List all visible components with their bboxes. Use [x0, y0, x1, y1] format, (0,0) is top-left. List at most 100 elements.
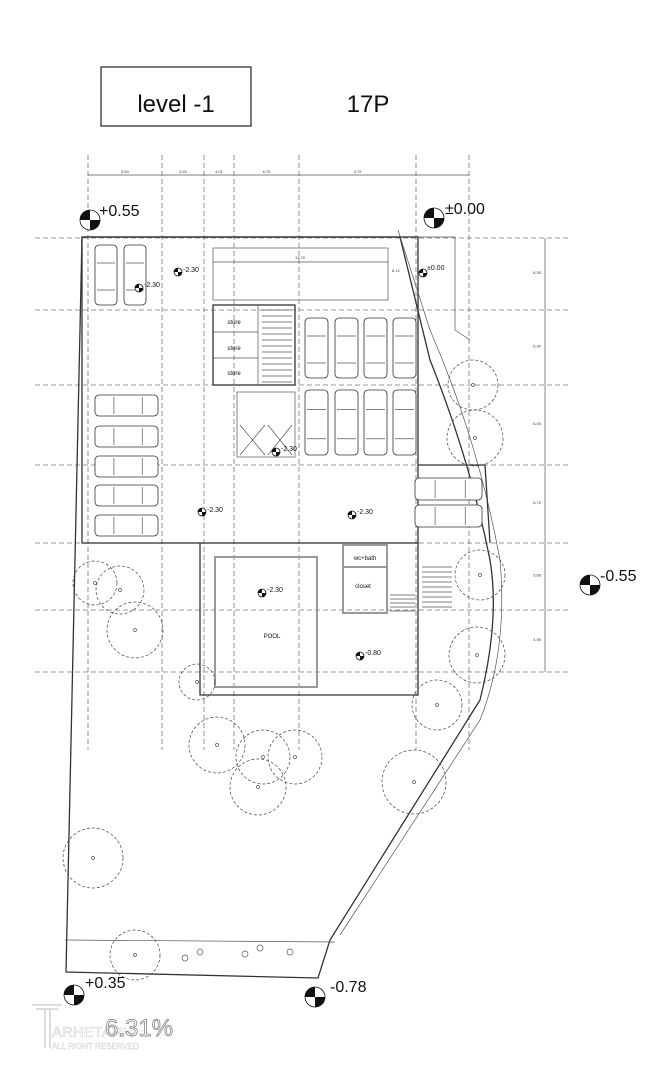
watermark-brand: ARHETARH — [52, 1024, 133, 1041]
tree-trunk-icon — [475, 653, 479, 657]
elevation-marker-fill — [139, 288, 143, 292]
elevation-marker-fill — [198, 508, 202, 512]
tree-trunk-icon — [261, 755, 265, 759]
elevation-entry: ±0.00 — [427, 265, 445, 272]
tree-icon — [95, 565, 145, 615]
elevation-marker-fill — [262, 593, 266, 597]
shrub-icon — [256, 944, 264, 952]
elevation-marker-fill — [352, 515, 356, 519]
elevator-shaft — [236, 391, 296, 458]
elevation-marker-fill — [305, 987, 315, 997]
level-title: level -1 — [137, 91, 214, 118]
wc-bath-label: wc+bath — [353, 556, 377, 562]
car — [414, 477, 483, 501]
wc-closet-block — [342, 544, 388, 614]
tree-trunk-icon — [195, 680, 199, 684]
watermark-rights: ALL RIGHT RESERVED — [52, 1042, 139, 1051]
elevation-terrace: -0.80 — [365, 650, 381, 657]
car — [363, 317, 388, 379]
elevation-parking: -2.30 — [183, 267, 199, 274]
ramp-edge — [339, 229, 503, 936]
pool-label: POOL — [264, 634, 281, 640]
elevation-marker-fill — [64, 985, 74, 995]
elevation-marker-fill — [90, 220, 100, 230]
car — [334, 389, 359, 456]
tree-icon — [109, 929, 161, 981]
store-label: store — [227, 346, 241, 352]
elevation-marker-fill — [424, 208, 434, 218]
car — [94, 425, 159, 448]
tree-trunk-icon — [256, 785, 260, 789]
elevation-marker-fill — [419, 269, 423, 273]
car — [94, 394, 159, 417]
tree-icon — [267, 729, 323, 785]
tree-icon — [106, 601, 164, 659]
car — [304, 317, 329, 379]
car — [414, 504, 483, 528]
tree-icon — [235, 729, 291, 785]
store-label: store — [227, 320, 241, 326]
car — [123, 244, 147, 306]
dimension-text: 6.30 — [533, 270, 542, 275]
elevation-marker-fill — [356, 652, 360, 656]
tree-icon — [188, 716, 246, 774]
dimension-text: 5.60 — [533, 573, 542, 578]
elevation-markers — [63, 207, 601, 1008]
car — [94, 455, 159, 478]
tree-icon — [447, 359, 499, 411]
tree-trunk-icon — [293, 755, 297, 759]
closet-label: closet — [355, 584, 371, 590]
dimension-text: 4.90 — [533, 637, 542, 642]
dimension-text: 6.90 — [533, 344, 542, 349]
plan-code: 17P — [347, 91, 390, 118]
parking-outline — [81, 236, 419, 544]
site-inner-line — [64, 939, 336, 943]
car — [94, 484, 159, 507]
tree-trunk-icon — [478, 573, 482, 577]
elevation-marker-fill — [348, 511, 352, 515]
progress-text: 6.31% — [105, 1015, 173, 1042]
tree-icon — [62, 827, 124, 889]
pool — [214, 556, 318, 688]
right-dimensions: 6.306.906.006.705.604.90 — [533, 270, 542, 642]
store-label: store — [227, 371, 241, 377]
elevation-marker-fill — [80, 210, 90, 220]
elevation-bottom-mid: -0.78 — [330, 979, 367, 996]
car — [334, 317, 359, 379]
elevation-marker-fill — [590, 585, 600, 595]
tree-icon — [411, 679, 463, 731]
tree-trunk-icon — [412, 780, 416, 784]
dimension-text: 4.01 — [215, 169, 224, 174]
elevation-marker-fill — [135, 284, 139, 288]
core — [212, 304, 296, 386]
car — [94, 244, 118, 306]
elevation-top-left: +0.55 — [99, 203, 140, 220]
elevation-marker-fill — [258, 589, 262, 593]
elevation-top-right: ±0.00 — [445, 201, 485, 218]
elevation-marker-fill — [202, 512, 206, 516]
east-parking-outline — [418, 464, 491, 544]
parking-spaces — [94, 244, 483, 537]
tree-trunk-icon — [133, 628, 137, 632]
elevation-marker-fill — [174, 268, 178, 272]
tree-trunk-icon — [215, 743, 219, 747]
elevation-marker-fill — [178, 272, 182, 276]
title-box — [100, 66, 252, 127]
shrub-icon — [196, 948, 204, 956]
tree-icon — [448, 626, 506, 684]
tree-trunk-icon — [133, 953, 137, 957]
stair-core — [262, 309, 292, 383]
trees — [62, 359, 506, 981]
elevation-stair: -2.30 — [281, 446, 297, 453]
shrub-icon — [181, 954, 189, 962]
entry-outline — [388, 236, 471, 341]
car — [304, 389, 329, 456]
car — [363, 389, 388, 456]
dimension-text: 6.70 — [263, 169, 272, 174]
elevation-marker-fill — [360, 656, 364, 660]
tree-icon — [72, 560, 118, 606]
watermark-logo: ARHETARH ALL RIGHT RESERVED — [32, 1004, 139, 1051]
shrub-icon — [241, 950, 249, 958]
